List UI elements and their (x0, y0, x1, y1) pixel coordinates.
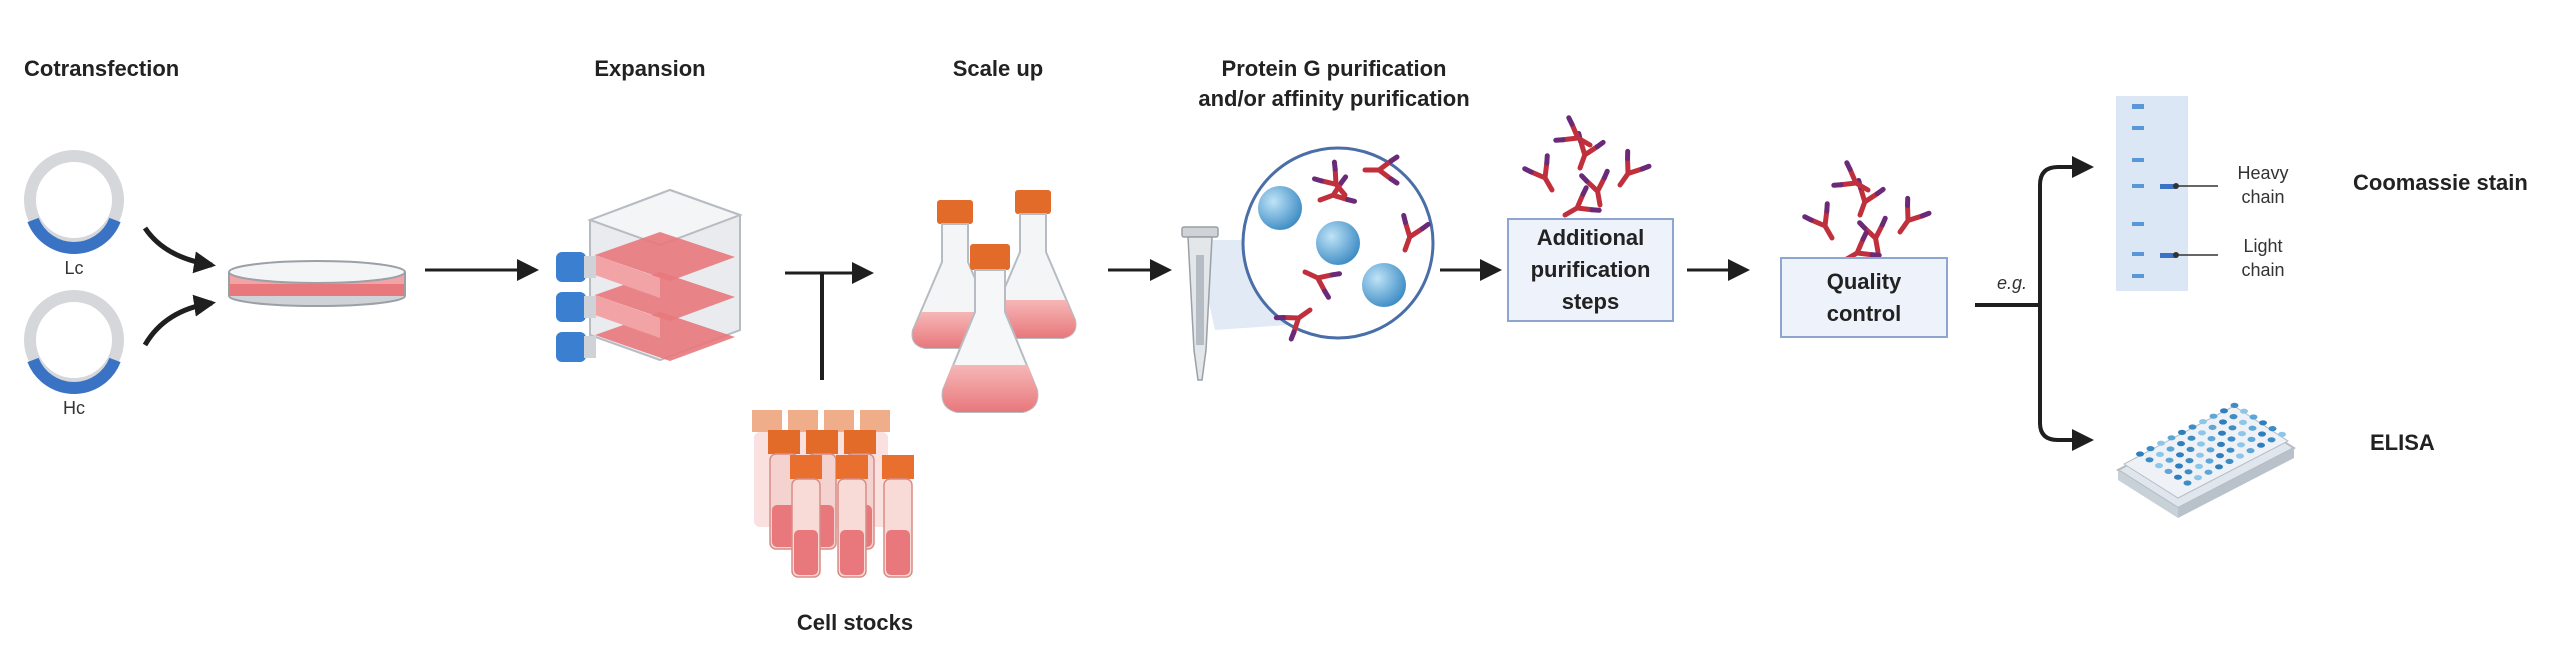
elisa-well (2226, 447, 2235, 453)
elisa-well (2196, 452, 2204, 458)
elisa-plate-icon (2115, 402, 2297, 518)
gel-label-light-chain: Light chain (2241, 236, 2285, 280)
elisa-well (2176, 452, 2184, 458)
elisa-well (2247, 436, 2256, 442)
arrow-to-coomassie (2038, 156, 2094, 305)
stage-title-purification-line2: and/or affinity purification (1198, 86, 1470, 111)
elisa-well (2230, 402, 2239, 408)
plasmid-hc-icon (24, 290, 124, 395)
outcome-coomassie-stain: Coomassie stain (2353, 170, 2528, 195)
elisa-well (2208, 424, 2217, 430)
plasmid-label-hc: Hc (63, 398, 85, 418)
elisa-well (2165, 457, 2174, 463)
elisa-well (2215, 464, 2223, 470)
elisa-well (2248, 425, 2257, 431)
elisa-well (2259, 420, 2267, 426)
elisa-well (2278, 431, 2286, 437)
elisa-well (2238, 431, 2246, 437)
elisa-well (2178, 429, 2186, 435)
elisa-well (2257, 442, 2265, 448)
elisa-well (2167, 435, 2176, 441)
elisa-well (2206, 447, 2215, 453)
elisa-well (2187, 435, 2196, 441)
elisa-well (2205, 458, 2214, 464)
elisa-well (2194, 475, 2202, 481)
elisa-well (2156, 451, 2164, 457)
elisa-well (2197, 441, 2205, 447)
elisa-well (2146, 446, 2155, 452)
sds-gel-icon (2116, 96, 2218, 291)
elisa-well (2249, 414, 2258, 420)
elisa-well (2164, 468, 2173, 474)
elisa-well (2183, 480, 2192, 486)
outcome-elisa: ELISA (2370, 430, 2435, 455)
plasmid-label-lc: Lc (64, 258, 84, 278)
elisa-well (2225, 458, 2234, 464)
stage-title-scale-up: Scale up (952, 56, 1044, 81)
elisa-well (2145, 457, 2154, 463)
elisa-well (2217, 441, 2225, 447)
elisa-well (2195, 463, 2203, 469)
elisa-well (2209, 413, 2218, 419)
elisa-well (2199, 419, 2207, 425)
affinity-beads-zoom-icon (1241, 146, 1435, 339)
branch-note: e.g. (1997, 273, 2028, 293)
elisa-well (2188, 424, 2197, 430)
antibodies-cluster-1-icon (1525, 118, 1649, 227)
quality-control-label: Quality control (1826, 268, 1902, 326)
plasmid-lc-icon (24, 150, 124, 255)
elisa-well (2229, 414, 2238, 420)
stage-title-expansion: Expansion (594, 56, 706, 81)
elisa-well (2239, 419, 2247, 425)
additional-purification-box: Additional purification steps (1507, 218, 1674, 322)
elisa-well (2185, 458, 2194, 464)
elisa-well (2216, 453, 2224, 459)
elisa-well (2157, 440, 2165, 446)
elisa-well (2227, 436, 2236, 442)
cryovials-icon (752, 410, 914, 578)
shake-flasks-icon (911, 190, 1077, 413)
elisa-well (2175, 463, 2183, 469)
antibodies-cluster-2-icon (1805, 163, 1929, 272)
arrow-to-elisa (2038, 305, 2094, 451)
elisa-well (2220, 408, 2228, 414)
elisa-well (2268, 426, 2277, 432)
elisa-well (2236, 453, 2244, 459)
arrow-lc-to-dish (142, 226, 216, 274)
cell-factory-flasks-icon (556, 188, 743, 362)
additional-purification-label: Additional purification steps (1530, 225, 1651, 314)
quality-control-box: Quality control (1780, 257, 1948, 338)
elisa-well (2204, 469, 2213, 475)
elisa-well (2207, 436, 2216, 442)
elisa-well (2258, 431, 2266, 437)
elisa-well (2219, 419, 2227, 425)
elisa-well (2237, 442, 2245, 448)
elisa-well (2184, 469, 2193, 475)
elisa-well (2155, 463, 2163, 469)
elisa-well (2218, 430, 2226, 436)
elisa-well (2136, 451, 2144, 457)
elisa-well (2246, 448, 2255, 454)
arrow-hc-to-dish (142, 294, 216, 347)
elisa-well (2267, 437, 2276, 443)
elisa-well (2228, 425, 2237, 431)
elisa-well (2177, 441, 2185, 447)
elisa-well (2198, 430, 2206, 436)
elisa-well (2166, 446, 2175, 452)
stage-title-purification-line1: Protein G purification (1221, 56, 1447, 81)
petri-dish-icon (228, 260, 406, 307)
elisa-well (2240, 408, 2248, 414)
elisa-well (2174, 474, 2182, 480)
stage-title-cell-stocks: Cell stocks (796, 610, 914, 635)
stage-title-cotransfection: Cotransfection (24, 56, 180, 81)
elisa-well (2186, 446, 2195, 452)
gel-label-heavy-chain: Heavy chain (2237, 163, 2289, 207)
